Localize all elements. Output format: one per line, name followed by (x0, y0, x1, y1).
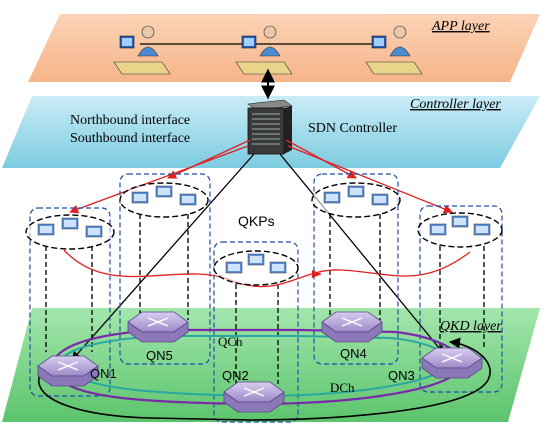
qkd-node-qn1 (37, 355, 99, 387)
user-icon (365, 25, 423, 75)
user-icon (235, 25, 293, 75)
sdn-controller-server-icon (247, 99, 293, 155)
controller-layer-label: Controller layer (410, 97, 501, 112)
node-column-qn4 (313, 173, 399, 365)
node-column-qn2 (213, 241, 299, 423)
control-link (69, 145, 249, 214)
qkps-label: QKPs (238, 213, 275, 229)
user-icon (113, 25, 171, 75)
sdn-controller-label: SDN Controller (308, 121, 397, 136)
node-column-qn5 (119, 173, 211, 365)
northbound-interface-label: Northbound interface (70, 113, 190, 128)
qkd-node-qn4 (321, 311, 383, 343)
southbound-interface-label: Southbound interface (70, 131, 190, 146)
qkd-node-qn5 (127, 311, 189, 343)
qkd-node-qn3 (421, 347, 483, 379)
qkp-group (213, 250, 299, 286)
southbound-link (71, 153, 255, 361)
quantum-channel-label: QCh (218, 334, 243, 349)
qkd-node-qn2 (223, 381, 285, 413)
node-column-qn3 (419, 205, 503, 393)
qkp-link-curve (63, 249, 471, 288)
qkp-group (25, 214, 115, 250)
control-link (287, 145, 453, 214)
node-column-qn1 (29, 207, 111, 397)
app-layer-label: APP layer (431, 19, 490, 34)
qkp-group (119, 182, 209, 218)
qkp-link-arrowhead (312, 270, 322, 278)
data-path (37, 337, 491, 421)
qn5-label: QN5 (146, 348, 173, 363)
qkd-layer-label: QKD layer (440, 319, 502, 334)
qn1-label: QN1 (90, 366, 117, 381)
data-channel-label: DCh (330, 380, 355, 395)
qkp-group (417, 212, 503, 248)
qn2-label: QN2 (222, 368, 249, 383)
qkp-group (311, 182, 401, 218)
southbound-link (279, 153, 445, 355)
qn3-label: QN3 (388, 368, 415, 383)
control-link (167, 139, 251, 179)
qn4-label: QN4 (340, 346, 367, 361)
